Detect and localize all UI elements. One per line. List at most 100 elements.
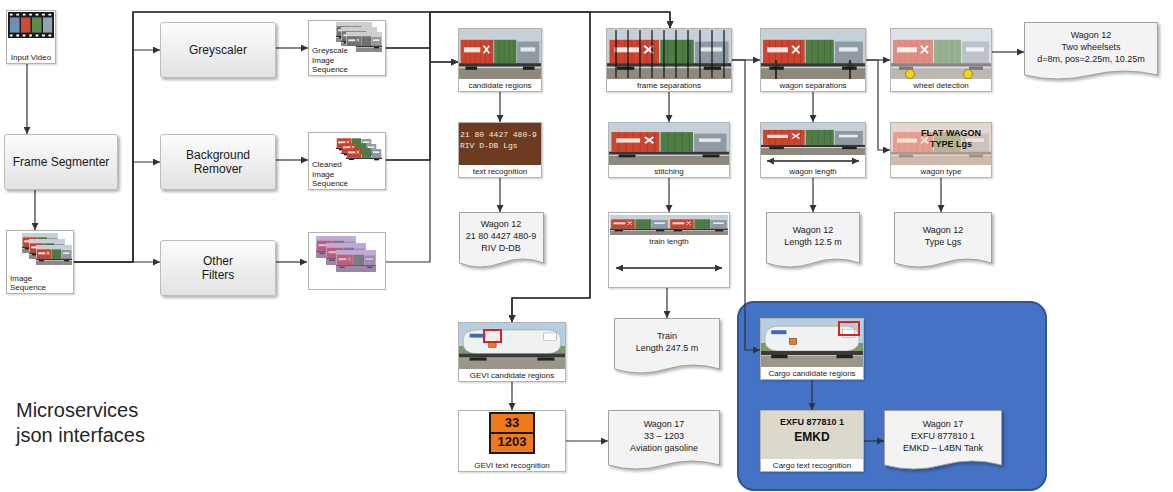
node-label: Wagon 12 bbox=[923, 225, 964, 237]
illustration-part bbox=[760, 410, 864, 472]
connector bbox=[386, 12, 670, 48]
film-strip bbox=[8, 12, 54, 38]
connector bbox=[732, 60, 760, 350]
image-tile: Input Video bbox=[6, 10, 56, 64]
illustration-part bbox=[308, 132, 386, 190]
tile-caption: Cargo candidate regions bbox=[766, 369, 857, 378]
node-label: Wagon 17 bbox=[644, 419, 685, 431]
tile-caption: wheel detection bbox=[911, 81, 971, 90]
node-label: EMKD – L4BN Tank bbox=[903, 443, 983, 455]
illustration-part bbox=[386, 160, 430, 262]
document-outline bbox=[1025, 23, 1158, 80]
tile-caption: GEVI candidate regions bbox=[468, 371, 557, 380]
tile-caption: candidate regions bbox=[466, 81, 533, 90]
node-label: 1203 bbox=[498, 434, 527, 449]
node-label: Wagon 12 bbox=[1071, 30, 1112, 42]
illustration-part bbox=[608, 212, 730, 288]
region-marker bbox=[839, 322, 859, 335]
image-tile: candidate regions bbox=[458, 28, 542, 92]
connector bbox=[668, 178, 669, 212]
illustration-part bbox=[669, 215, 728, 235]
tile-caption: wagon length bbox=[787, 167, 839, 176]
tile-caption: Cargo text recognition bbox=[771, 461, 853, 470]
stitched-photo bbox=[609, 123, 729, 165]
illustration-part bbox=[490, 413, 534, 453]
frame-separators bbox=[607, 29, 731, 79]
connector bbox=[276, 47, 308, 48]
image-tile: train length bbox=[608, 212, 730, 288]
connector bbox=[34, 190, 35, 230]
hazard-plate bbox=[490, 413, 534, 453]
process-box: Greyscaler bbox=[160, 22, 276, 78]
cleaned-stack bbox=[336, 138, 382, 160]
process-box: Frame Segmenter bbox=[4, 134, 118, 190]
document-outline bbox=[459, 213, 543, 268]
connector bbox=[386, 62, 458, 160]
node-label: EMKD bbox=[794, 430, 829, 444]
illustration-part bbox=[458, 28, 542, 92]
illustration-part bbox=[616, 267, 722, 268]
result-document: TrainLength 247.5 m bbox=[614, 318, 720, 376]
label-holder: Microservices json interfaces bbox=[16, 398, 166, 448]
illustration-part bbox=[607, 29, 731, 79]
illustration-part bbox=[890, 122, 992, 178]
result-document: Wagon 1221 80 4427 480-9RIV D-DB bbox=[459, 212, 544, 270]
image-tile: Cleaned Image Sequence bbox=[308, 132, 386, 190]
image-tile: frame separations bbox=[606, 28, 732, 92]
illustration-part bbox=[458, 322, 566, 382]
result-document: Wagon 17EXFU 877810 1EMKD – L4BN Tank bbox=[884, 410, 1002, 472]
tile-caption: frame separations bbox=[635, 81, 703, 90]
illustration-part bbox=[276, 261, 307, 262]
node-label: Length 247.5 m bbox=[636, 343, 699, 355]
node-label: 21 80 4427 480-9 RIV D-DB Lgs bbox=[460, 130, 540, 152]
connector bbox=[992, 51, 1024, 52]
result-document: Wagon 12Type Lgs bbox=[894, 212, 992, 270]
illustration-part bbox=[309, 233, 386, 290]
node-label: 33 – 1203 bbox=[644, 431, 684, 443]
image-tile: Image Sequence bbox=[6, 230, 74, 294]
connector bbox=[74, 12, 458, 262]
connector bbox=[866, 60, 890, 150]
document-outline bbox=[615, 319, 720, 374]
illustration-part bbox=[760, 122, 866, 178]
illustration-part bbox=[767, 160, 859, 161]
illustration-part bbox=[346, 148, 382, 160]
illustration-part bbox=[458, 122, 542, 178]
image-tile: EXFU 877810 1EMKDCargo text recognition bbox=[760, 410, 864, 472]
node-label: EXFU 877810 1 bbox=[911, 431, 975, 443]
process-box: Background Remover bbox=[160, 134, 276, 190]
wagon-separation-figure bbox=[761, 29, 865, 79]
node-label: d=8m, pos=2.25m, 10.25m bbox=[1037, 54, 1145, 66]
tile-caption: Cleaned Image Sequence bbox=[310, 160, 356, 188]
node-label: Type Lgs bbox=[925, 237, 962, 249]
tile-grounds bbox=[6, 10, 992, 472]
connector bbox=[864, 440, 884, 441]
node-label: Background Remover bbox=[179, 148, 257, 177]
document-outline bbox=[895, 213, 992, 268]
connector bbox=[386, 12, 590, 322]
tile-caption: train length bbox=[647, 237, 691, 246]
tile-caption: text recognition bbox=[471, 167, 529, 176]
note-label: Microservices json interfaces bbox=[16, 398, 166, 448]
illustration-part bbox=[891, 123, 991, 165]
node-label: FLAT WAGON TYPE Lgs bbox=[917, 128, 985, 150]
document-outline bbox=[885, 411, 1002, 470]
node-label: RIV D-DB bbox=[481, 243, 521, 255]
tile-caption: Greyscale Image Sequence bbox=[310, 46, 356, 74]
connector bbox=[276, 159, 308, 160]
connector bbox=[386, 12, 590, 322]
illustration-part bbox=[891, 29, 991, 79]
wagon-photo bbox=[459, 29, 541, 79]
illustration-part bbox=[36, 245, 72, 265]
image-tile: GEVI candidate regions bbox=[458, 322, 566, 382]
connector bbox=[386, 48, 458, 62]
connector bbox=[499, 178, 500, 212]
illustration-part bbox=[616, 30, 724, 78]
node-label: Greyscaler bbox=[189, 43, 247, 57]
region-marker bbox=[484, 330, 501, 342]
illustration-part bbox=[610, 215, 669, 235]
highlight-region bbox=[738, 302, 1046, 490]
connector bbox=[811, 380, 812, 410]
connector bbox=[511, 382, 512, 410]
cargo-label-photo bbox=[761, 411, 863, 459]
